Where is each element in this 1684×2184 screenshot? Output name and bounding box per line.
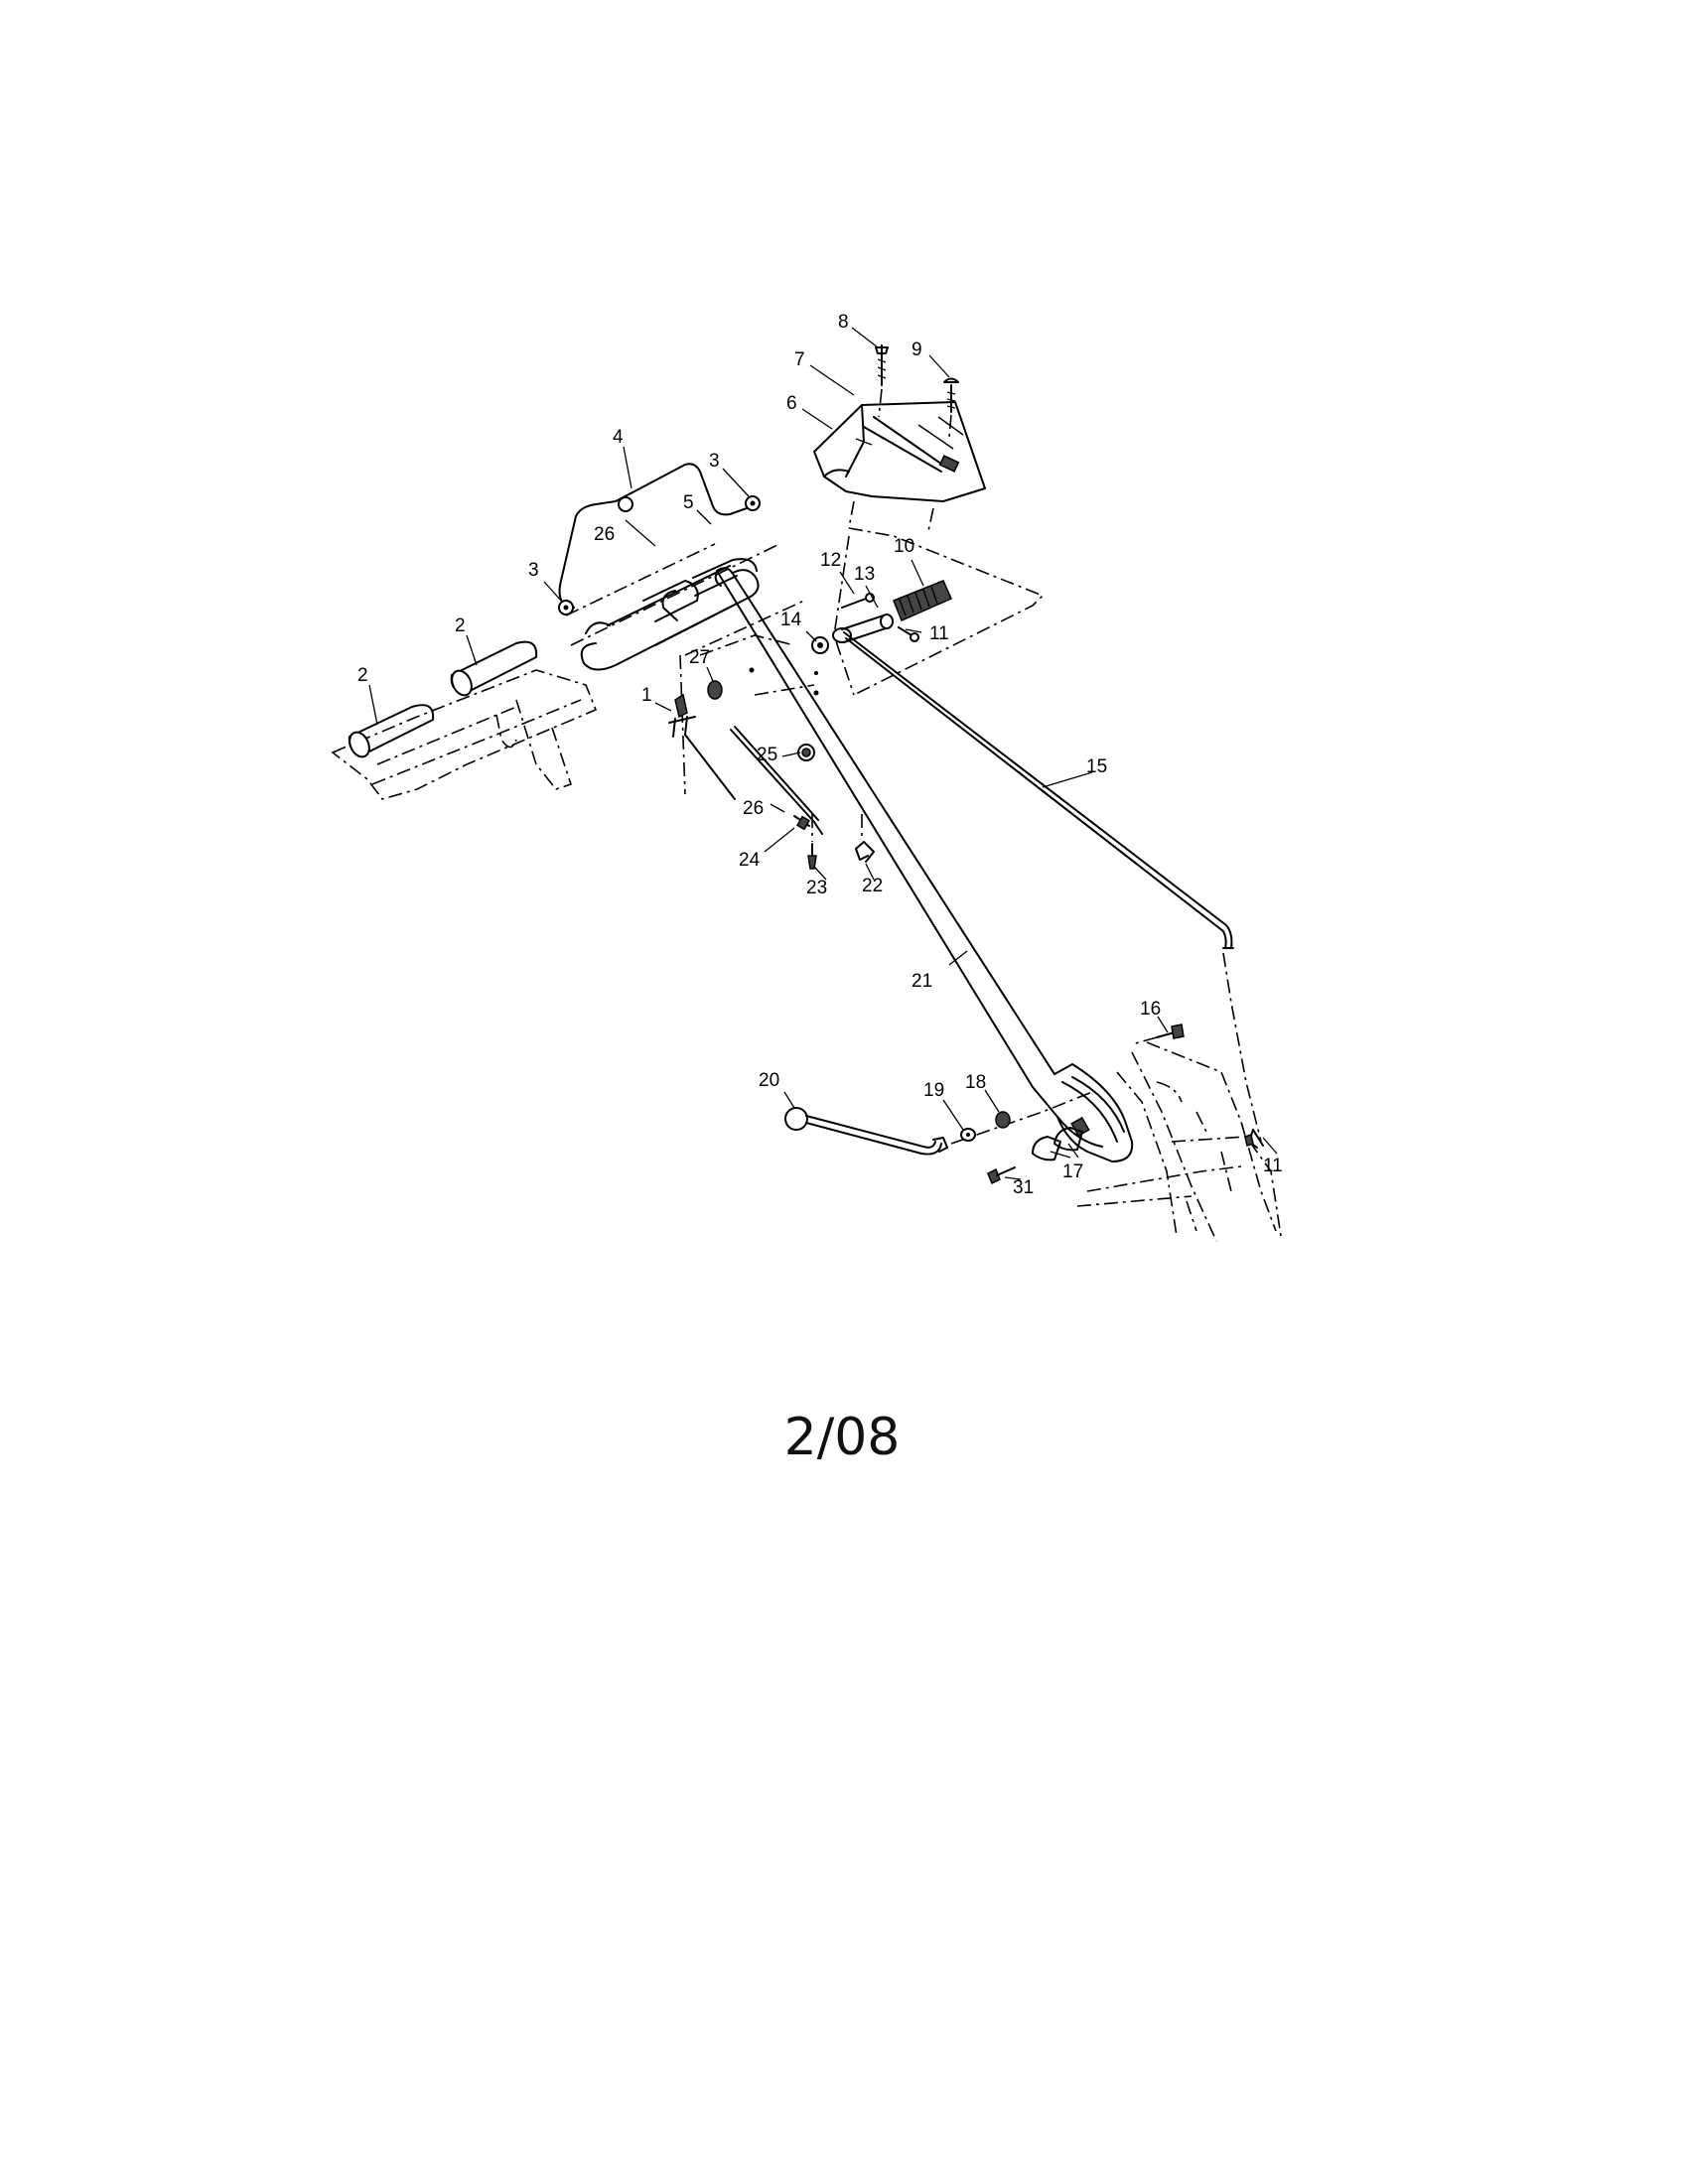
callout-6: 6 [786, 393, 797, 414]
callout-25: 25 [757, 745, 777, 765]
bolt-16 [1131, 1024, 1185, 1045]
clip-11-upper [898, 626, 919, 642]
nut-27 [707, 680, 723, 700]
callout-13: 13 [854, 564, 875, 585]
nut-3-left [558, 600, 574, 615]
callout-10: 10 [894, 536, 914, 557]
callout-19: 19 [923, 1080, 944, 1101]
nut-3-right [745, 495, 761, 511]
screw-8 [875, 344, 889, 418]
shift-lever-20 [784, 1091, 1093, 1156]
callout-2-left: 2 [357, 665, 368, 686]
callout-3-left: 3 [528, 560, 539, 581]
screw-9 [943, 377, 959, 438]
callout-5: 5 [683, 492, 694, 513]
rod-end-13 [832, 614, 894, 643]
bolt-23 [807, 814, 817, 870]
control-rod-15 [843, 631, 1262, 1143]
callout-27: 27 [689, 647, 710, 668]
callout-12: 12 [820, 550, 841, 571]
callout-1: 1 [641, 685, 652, 706]
clip-22 [855, 814, 875, 863]
callout-18: 18 [965, 1072, 986, 1093]
bolt-31 [987, 1166, 1016, 1185]
bail-lever [558, 463, 748, 609]
callout-26-lower: 26 [743, 798, 764, 819]
knobs-17 [1032, 1127, 1083, 1161]
pin-12 [841, 593, 875, 609]
bracket-24 [793, 815, 810, 831]
callout-4: 4 [613, 427, 624, 448]
date-code: 2/08 [783, 1408, 901, 1467]
hand-grip-left [348, 704, 435, 758]
pivot-bracket [1032, 1063, 1134, 1162]
callout-15: 15 [1086, 756, 1107, 777]
grip-frame-ghost [331, 669, 598, 800]
spring-10 [893, 580, 952, 621]
upper-handle-frame [565, 543, 780, 671]
nut-25 [797, 744, 815, 761]
callout-24: 24 [739, 850, 761, 871]
callout-22: 22 [862, 876, 883, 896]
washer-19 [960, 1128, 976, 1142]
link-rod-26 [730, 726, 823, 835]
callout-3-upper: 3 [709, 451, 720, 472]
callout-17: 17 [1062, 1161, 1083, 1182]
callout-16: 16 [1140, 999, 1161, 1020]
tiller-body-ghost [1076, 1041, 1282, 1242]
callout-21: 21 [912, 971, 932, 992]
handle-tube [714, 567, 1055, 1088]
callout-23: 23 [806, 878, 827, 898]
callout-labels: 8 9 7 6 4 3 5 26 10 3 12 13 14 11 2 2 27… [357, 312, 1283, 1198]
leader-lines [368, 327, 1278, 1180]
small-holes [749, 667, 819, 696]
callout-31: 31 [1013, 1177, 1034, 1198]
callout-7: 7 [794, 349, 805, 370]
callout-8: 8 [838, 312, 849, 333]
bracket-1 [668, 693, 736, 800]
callout-11-upper: 11 [929, 623, 949, 644]
callout-11-lower: 11 [1263, 1156, 1283, 1176]
hand-grip-right [450, 640, 538, 697]
callout-14: 14 [780, 610, 802, 630]
control-panel-cover [813, 401, 986, 532]
callout-2-right: 2 [455, 615, 466, 636]
clip-11-lower [1244, 1129, 1264, 1149]
nut-18 [995, 1111, 1011, 1129]
callout-20: 20 [759, 1070, 779, 1091]
callout-9: 9 [912, 340, 922, 360]
callout-26-upper: 26 [594, 524, 615, 545]
